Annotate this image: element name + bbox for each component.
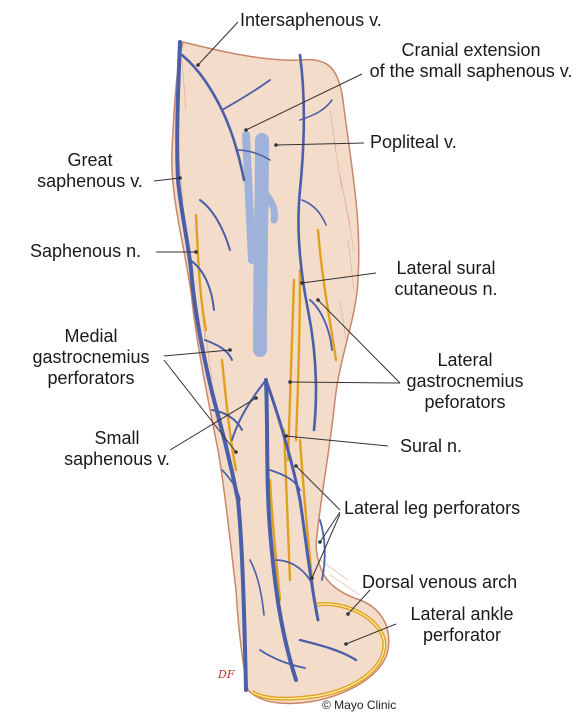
label-medial-gas-line2: gastrocnemius xyxy=(18,347,164,368)
label-lateral-sural: Lateral sural cutaneous n. xyxy=(376,258,516,300)
label-lat-gas-line2: gastrocnemius xyxy=(392,371,538,392)
label-medial-gas-line3: perforators xyxy=(18,368,164,389)
label-lat-sural-line2: cutaneous n. xyxy=(376,279,516,300)
label-sural-nerve: Sural n. xyxy=(400,436,462,457)
label-saphenous-nerve: Saphenous n. xyxy=(30,241,141,262)
label-great-saphenous: Great saphenous v. xyxy=(20,150,160,192)
label-popliteal: Popliteal v. xyxy=(370,132,457,153)
label-lateral-gastrocnemius: Lateral gastrocnemius peforators xyxy=(392,350,538,413)
label-small-saphenous: Small saphenous v. xyxy=(52,428,182,470)
label-cranial-extension: Cranial extension of the small saphenous… xyxy=(364,40,578,82)
label-medial-gastrocnemius: Medial gastrocnemius perforators xyxy=(18,326,164,389)
label-medial-gas-line1: Medial xyxy=(18,326,164,347)
label-small-line1: Small xyxy=(52,428,182,449)
label-small-line2: saphenous v. xyxy=(52,449,182,470)
label-lateral-ankle-perforator: Lateral ankle perforator xyxy=(392,604,532,646)
label-lat-ankle-line1: Lateral ankle xyxy=(392,604,532,625)
label-great-line1: Great xyxy=(20,150,160,171)
label-intersaphenous: Intersaphenous v. xyxy=(240,10,382,31)
label-lat-gas-line1: Lateral xyxy=(392,350,538,371)
label-lateral-leg-perforators: Lateral leg perforators xyxy=(344,498,520,519)
artist-signature: DF xyxy=(218,664,234,685)
label-lat-gas-line3: peforators xyxy=(392,392,538,413)
label-dorsal-venous-arch: Dorsal venous arch xyxy=(362,572,517,593)
copyright-credit: © Mayo Clinic xyxy=(322,698,396,712)
label-lat-ankle-line2: perforator xyxy=(392,625,532,646)
label-great-line2: saphenous v. xyxy=(20,171,160,192)
label-cranial-line2: of the small saphenous v. xyxy=(364,61,578,82)
label-cranial-line1: Cranial extension xyxy=(364,40,578,61)
label-lat-sural-line1: Lateral sural xyxy=(376,258,516,279)
